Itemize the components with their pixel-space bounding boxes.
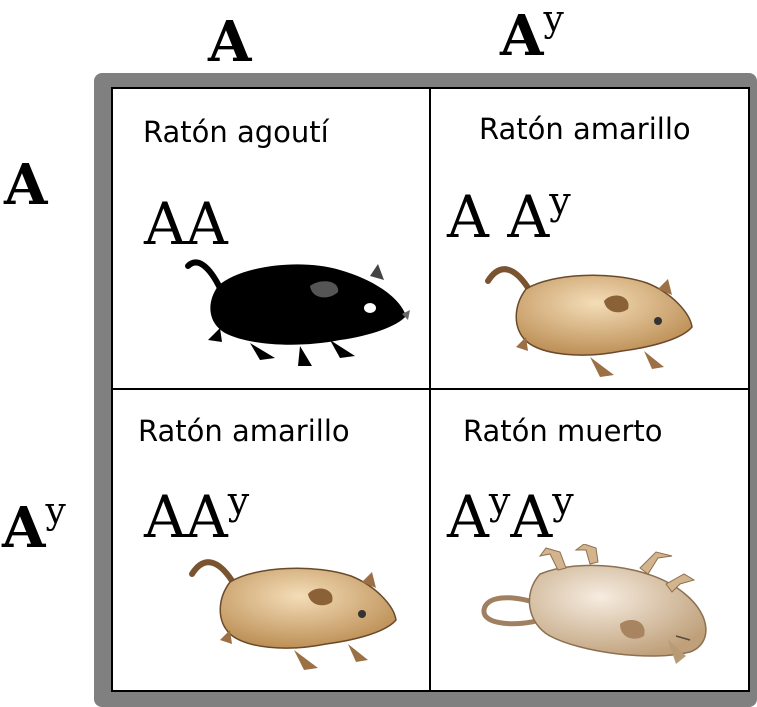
dead-mouse-icon <box>481 544 707 664</box>
cell-label-agouti: Ratón agoutí <box>143 115 329 149</box>
cell-label-amarillo-2: Ratón amarillo <box>138 414 350 448</box>
genotype-aa: AA <box>144 190 228 258</box>
genotype-aay-1: A Ay <box>447 179 571 251</box>
cell-label-amarillo-1: Ratón amarillo <box>479 112 691 146</box>
col-header-a: A <box>208 9 252 75</box>
row-header-a: A <box>4 152 48 218</box>
grid-divider-horizontal <box>111 388 750 390</box>
black-mouse-icon <box>185 259 410 366</box>
cell-label-muerto: Ratón muerto <box>463 414 663 448</box>
yellow-mouse-icon <box>485 266 693 377</box>
genotype-aay-2: AAy <box>144 479 250 551</box>
genotype-ayay: AyAy <box>447 479 574 551</box>
col-header-ay: Ay <box>500 0 564 69</box>
yellow-mouse-icon <box>189 559 397 670</box>
row-header-ay: Ay <box>2 491 66 561</box>
